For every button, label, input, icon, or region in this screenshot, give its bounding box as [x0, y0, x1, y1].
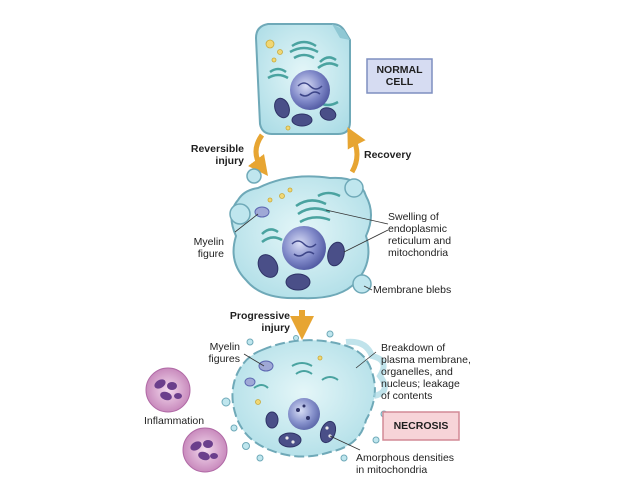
- progressive-injury-label: Progressive injury: [229, 310, 290, 334]
- normal-cell: [254, 23, 351, 135]
- reversible-injury-label: Reversible injury: [190, 143, 244, 167]
- normal-cell-box: NORMAL CELL: [367, 59, 432, 93]
- swollen-er: [261, 191, 341, 244]
- necrotic-cell: [221, 330, 388, 462]
- necrotic-mitochondria: [265, 411, 337, 448]
- leader-lines: [234, 209, 389, 451]
- membrane-blebs-label: Membrane blebs: [373, 284, 452, 296]
- normal-cell-label: NORMAL CELL: [376, 64, 423, 88]
- necrotic-nucleus: [288, 398, 320, 430]
- necrosis-box-bg: [382, 411, 460, 441]
- normal-mitochondria: [274, 97, 337, 127]
- inflammatory-cell-top: [145, 367, 191, 413]
- reversible-injury-arrow: [248, 133, 268, 177]
- necrotic-er: [253, 362, 339, 389]
- swelling-label: Swelling of endoplasmic reticulum and mi…: [388, 211, 452, 259]
- swollen-cell: [229, 168, 372, 300]
- swollen-myelin: [254, 206, 270, 218]
- normal-nucleus: [290, 70, 330, 110]
- inflammatory-cell-bottom: [182, 427, 228, 473]
- inflammation-label: Inflammation: [144, 415, 205, 427]
- breakdown-label: Breakdown of plasma membrane, organelles…: [381, 342, 471, 402]
- membrane-bleb-shapes: [229, 168, 372, 294]
- necrotic-myelin: [244, 360, 274, 387]
- normal-granules: [265, 39, 291, 131]
- normal-er: [267, 40, 339, 107]
- myelin-figure-label: Myelin figure: [193, 236, 224, 260]
- recovery-arrow: [347, 127, 366, 174]
- myelin-figures-label: Myelin figures: [208, 341, 240, 365]
- necrosis-label: NECROSIS: [393, 420, 449, 432]
- leaked-debris: [221, 330, 388, 462]
- recovery-label: Recovery: [364, 149, 412, 161]
- necrosis-box: NECROSIS: [383, 412, 459, 440]
- swollen-nucleus: [282, 226, 326, 270]
- swollen-mitochondria: [257, 241, 345, 291]
- amorphous-label: Amorphous densities in mitochondria: [356, 452, 455, 476]
- normal-cell-box-bg: [366, 58, 433, 94]
